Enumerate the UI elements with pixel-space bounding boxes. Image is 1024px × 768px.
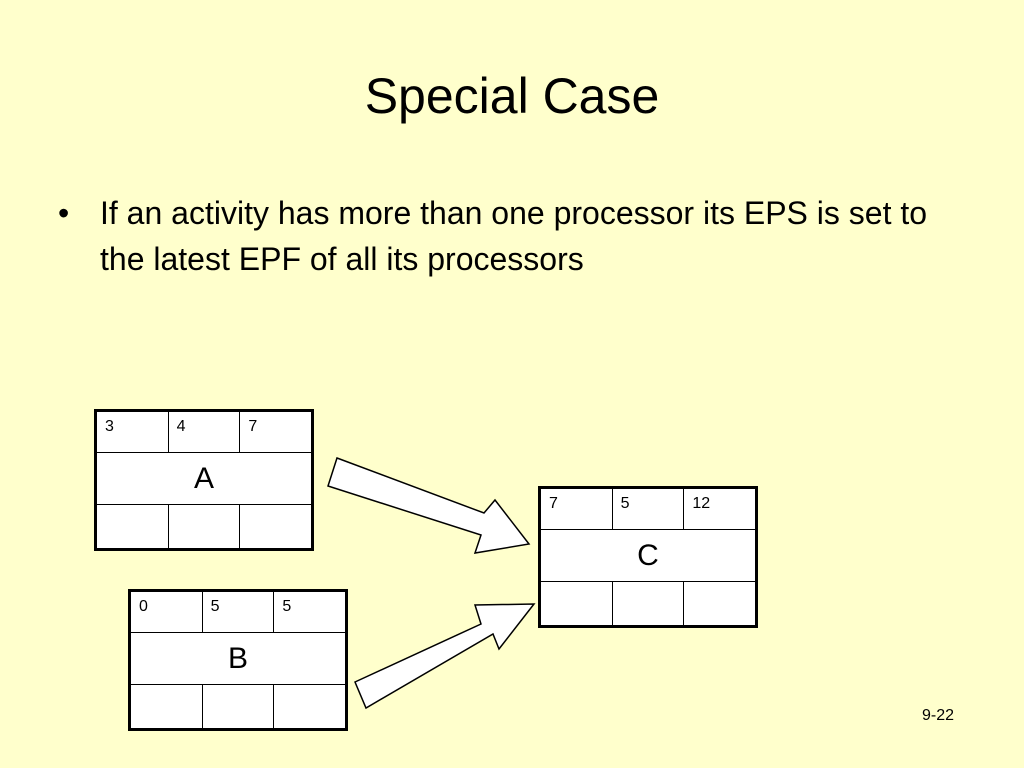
node-cell (203, 685, 275, 728)
node-cell: 5 (613, 489, 685, 529)
slide-title: Special Case (364, 68, 660, 124)
node-cell: 7 (248, 418, 258, 435)
activity-node-a: 3 4 7 A (94, 409, 314, 551)
node-cell: 4 (169, 412, 241, 452)
bullet-list: • If an activity has more than one proce… (58, 190, 978, 282)
node-label: C (541, 530, 755, 582)
node-cell: 12 (692, 495, 711, 512)
bullet-item: • If an activity has more than one proce… (58, 190, 978, 282)
page-number: 9-22 (922, 707, 955, 724)
node-label: B (131, 633, 345, 685)
node-cell: 7 (541, 489, 613, 529)
node-cell (274, 685, 345, 728)
node-top-row: 0 5 5 (131, 592, 345, 633)
node-cell: 0 (131, 592, 203, 632)
node-bottom-row (541, 582, 755, 625)
node-cell (131, 685, 203, 728)
node-bottom-row (131, 685, 345, 728)
node-bottom-row (97, 505, 311, 548)
node-cell (97, 505, 169, 548)
node-top-row: 7 5 12 (541, 489, 755, 530)
node-top-row: 3 4 7 (97, 412, 311, 453)
node-cell (684, 582, 755, 625)
node-cell (240, 505, 311, 548)
edge-arrow-b-to-c (354, 603, 536, 710)
node-cell (169, 505, 241, 548)
edge-arrow-a-to-c (327, 457, 531, 554)
node-cell (541, 582, 613, 625)
node-label: A (97, 453, 311, 505)
node-cell: 5 (203, 592, 275, 632)
bullet-dot-icon: • (58, 195, 70, 231)
activity-node-b: 0 5 5 B (128, 589, 348, 731)
bullet-text: If an activity has more than one process… (100, 195, 928, 277)
node-cell (613, 582, 685, 625)
node-cell: 5 (282, 598, 292, 615)
activity-node-c: 7 5 12 C (538, 486, 758, 628)
node-cell: 3 (97, 412, 169, 452)
